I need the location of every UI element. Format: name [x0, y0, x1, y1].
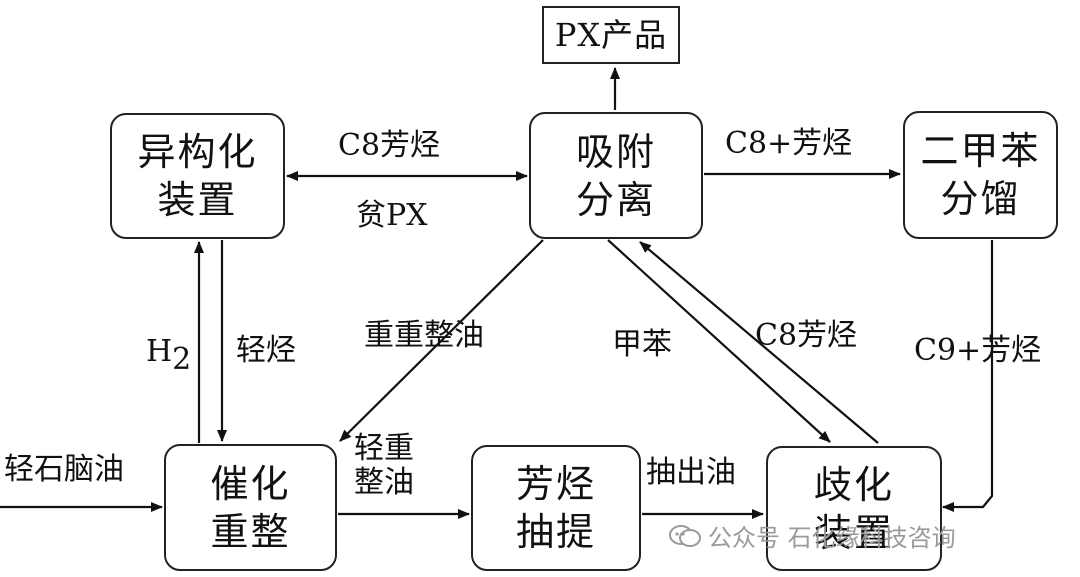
watermark-text: 公众号 石化缘科技咨询 — [708, 524, 956, 552]
label-lean-px: 贫PX — [356, 198, 428, 233]
label-light-hydrocarbon: 轻烃 — [236, 333, 296, 368]
label-c8-aromatics-top: C8芳烃 — [338, 128, 441, 163]
watermark: 公众号 石化缘科技咨询 — [668, 518, 956, 553]
adsorption-label-line2: 分离 — [575, 177, 656, 222]
xylene-fractionation-box: 二甲苯 分馏 — [903, 111, 1058, 239]
aromatics-extraction-box: 芳烃 抽提 — [471, 445, 641, 571]
label-light-naphtha: 轻石脑油 — [4, 452, 124, 487]
label-light-heavy-line2: 整油 — [354, 465, 414, 500]
disproportionation-label-line1: 歧化 — [813, 462, 894, 507]
disproportionation-label-line2: 装置 — [813, 510, 894, 555]
label-toluene: 甲苯 — [612, 327, 672, 362]
px-product-label: PX产品 — [554, 16, 668, 54]
label-h2: H2 — [146, 334, 191, 377]
reforming-label-line2: 重整 — [210, 509, 291, 554]
px-product-box: PX产品 — [542, 6, 680, 64]
adsorption-separation-box: 吸附 分离 — [529, 112, 703, 239]
reforming-label-line1: 催化 — [210, 461, 291, 506]
arrow-xylene-to-disp — [942, 240, 994, 512]
adsorption-label-line1: 吸附 — [575, 129, 656, 174]
label-light-heavy-reformate: 轻重 整油 — [354, 432, 414, 500]
label-c8-plus-aromatics: C8+芳烃 — [725, 126, 853, 161]
label-heavy-reformate: 重重整油 — [364, 318, 484, 353]
label-h2-subscript: 2 — [172, 342, 192, 377]
isomerization-unit-box: 异构化 装置 — [110, 113, 285, 239]
label-h2-main: H — [146, 334, 173, 369]
isomerization-label-line2: 装置 — [157, 178, 238, 222]
xylene-label-line1: 二甲苯 — [920, 129, 1041, 173]
disproportionation-unit-box: 歧化 装置 — [766, 446, 942, 571]
xylene-label-line2: 分馏 — [940, 177, 1021, 221]
arrow-ads-to-disp — [607, 239, 831, 443]
extraction-label-line2: 抽提 — [515, 510, 596, 554]
label-c9-plus-aromatics: C9+芳烃 — [914, 333, 1042, 368]
chat-bubble-icon — [669, 524, 701, 547]
isomerization-label-line1: 异构化 — [137, 130, 258, 174]
label-c8-aromatics-return: C8芳烃 — [755, 318, 858, 353]
extraction-label-line1: 芳烃 — [515, 462, 596, 506]
label-light-heavy-line1: 轻重 — [354, 431, 414, 466]
catalytic-reforming-box: 催化 重整 — [164, 444, 337, 571]
label-extract-oil: 抽出油 — [646, 455, 736, 490]
arrow-disp-to-ads — [639, 241, 879, 444]
arrow-ads-to-reform — [339, 239, 544, 442]
